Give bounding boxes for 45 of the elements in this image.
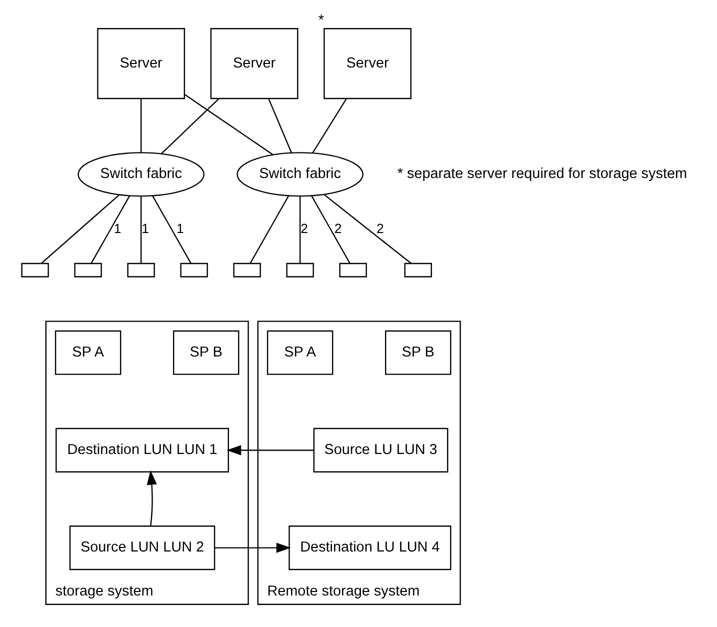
node-box: SP B bbox=[385, 330, 452, 375]
edge-label: 2 bbox=[376, 221, 384, 236]
connector bbox=[184, 94, 274, 155]
node-box: Server bbox=[97, 28, 186, 100]
connector bbox=[299, 196, 301, 264]
edge-label: 2 bbox=[334, 221, 342, 236]
node-ellipse: Switch fabric bbox=[236, 152, 364, 197]
arrow bbox=[214, 542, 291, 553]
connector bbox=[268, 98, 292, 153]
node-ellipse: Switch fabric bbox=[78, 152, 204, 197]
connector bbox=[152, 196, 192, 264]
connector bbox=[140, 99, 142, 153]
node-box: SP B bbox=[173, 330, 240, 375]
edge-label: 1 bbox=[142, 221, 149, 236]
node-box: Server bbox=[210, 28, 298, 100]
node-box: Destination LUN LUN 1 bbox=[56, 428, 229, 472]
node-box bbox=[339, 262, 367, 278]
edge-label: 2 bbox=[300, 221, 308, 236]
node-box: SP A bbox=[266, 330, 334, 375]
connector bbox=[250, 196, 290, 264]
arrow bbox=[146, 470, 157, 526]
connector bbox=[160, 98, 220, 154]
node-box bbox=[74, 262, 102, 278]
connector bbox=[90, 196, 130, 264]
node-box bbox=[21, 262, 49, 278]
node-box bbox=[286, 262, 314, 278]
arrow bbox=[226, 445, 314, 456]
connector bbox=[41, 194, 120, 264]
connector bbox=[324, 194, 412, 264]
connector bbox=[311, 196, 350, 264]
edge-label: 1 bbox=[114, 221, 122, 236]
node-box bbox=[127, 262, 155, 278]
edge-label: 1 bbox=[176, 221, 184, 236]
node-box: Destination LU LUN 4 bbox=[288, 526, 452, 570]
node-label: * bbox=[318, 12, 324, 29]
connector bbox=[140, 196, 142, 264]
node-box bbox=[404, 262, 432, 278]
node-box: Server bbox=[324, 28, 412, 100]
label: * separate server required for storage system bbox=[397, 166, 688, 182]
node-box: Source LUN LUN 2 bbox=[69, 526, 216, 570]
node-box bbox=[233, 262, 261, 278]
connector bbox=[312, 98, 347, 154]
node-box bbox=[180, 262, 208, 278]
node-box: SP A bbox=[54, 330, 122, 375]
node-box: Source LU LUN 3 bbox=[313, 428, 448, 472]
